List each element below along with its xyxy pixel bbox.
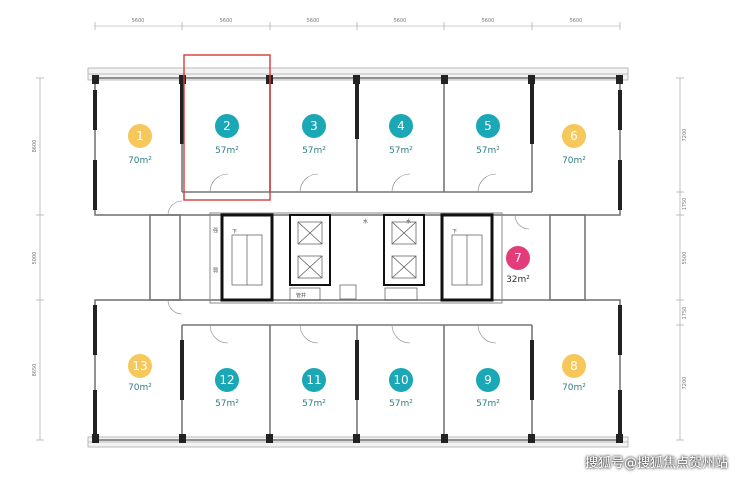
unit-8-number: 8: [570, 359, 578, 373]
dimension-labels-top: 5600 5600 5600 5600 5600 5600: [132, 18, 583, 24]
unit-1-area: 70m²: [128, 156, 152, 166]
core-label-water-left: 水: [363, 218, 368, 225]
unit-13-area: 70m²: [128, 383, 152, 393]
unit-4-area: 57m²: [389, 146, 413, 156]
unit-10-area: 57m²: [389, 399, 413, 409]
unit-9: 9 57m²: [476, 368, 500, 409]
dim-top-3: 5600: [307, 18, 320, 24]
unit-labels: 1 70m² 2 57m² 3 57m² 4 57m² 5 57m² 6 70m² 7 32m…: [128, 114, 586, 409]
dimension-labels-left: 8600 5000 8650: [32, 140, 38, 377]
core-label-weak: 弱: [213, 268, 218, 274]
unit-7-area: 32m²: [506, 275, 530, 285]
unit-8: 8 70m²: [562, 354, 586, 393]
dim-top-5: 5600: [482, 18, 495, 24]
unit-6-number: 6: [570, 129, 578, 143]
dim-left-3: 8650: [32, 364, 38, 377]
stairwell-left: [220, 213, 274, 302]
dim-right-5: 7200: [682, 377, 688, 390]
unit-5: 5 57m²: [476, 114, 500, 156]
core-label-shaft: 管井: [296, 292, 306, 299]
core-label-down-right: 下: [452, 229, 457, 235]
unit-3-number: 3: [310, 119, 318, 133]
unit-2: 2 57m²: [215, 114, 239, 156]
unit-1: 1 70m²: [128, 124, 152, 166]
dim-right-1: 7200: [682, 129, 688, 142]
unit-10-number: 10: [393, 373, 408, 387]
unit-8-area: 70m²: [562, 383, 586, 393]
highlight-unit-2: [183, 54, 271, 201]
unit-3: 3 57m²: [302, 114, 326, 156]
unit-4-number: 4: [397, 119, 405, 133]
columns: [92, 75, 623, 443]
dimension-lines: [36, 22, 684, 441]
core-label-strong: 强: [213, 228, 218, 234]
unit-11-area: 57m²: [302, 399, 326, 409]
dim-right-3: 5500: [682, 252, 688, 265]
unit-4: 4 57m²: [389, 114, 413, 156]
unit-12: 12 57m²: [215, 368, 239, 409]
dim-left-2: 5000: [32, 252, 38, 265]
unit-7: 7 32m²: [506, 246, 530, 285]
dim-left-1: 8600: [32, 140, 38, 153]
unit-9-number: 9: [484, 373, 492, 387]
unit-2-number: 2: [223, 119, 231, 133]
dimension-labels-right: 7200 1750 5500 1750 7200: [682, 129, 688, 390]
unit-7-number: 7: [514, 251, 522, 265]
elevator-shaft-right: [383, 214, 425, 286]
core-label-down-left: 下: [232, 229, 237, 235]
dim-top-4: 5600: [394, 18, 407, 24]
unit-12-number: 12: [219, 373, 234, 387]
unit-3-area: 57m²: [302, 146, 326, 156]
unit-9-area: 57m²: [476, 399, 500, 409]
unit-5-number: 5: [484, 119, 492, 133]
elevator-shaft-left: [289, 214, 331, 286]
dim-top-1: 5600: [132, 18, 145, 24]
stairwell-right: [440, 213, 494, 302]
dim-right-2: 1750: [682, 198, 688, 211]
dim-top-6: 5600: [570, 18, 583, 24]
unit-1-number: 1: [136, 129, 144, 143]
core-label-water-right: 水: [406, 218, 411, 225]
unit-11: 11 57m²: [302, 368, 326, 409]
dim-top-2: 5600: [220, 18, 233, 24]
unit-12-area: 57m²: [215, 399, 239, 409]
unit-11-number: 11: [306, 373, 321, 387]
core: 水 水 强 弱 管井 下 下: [209, 212, 503, 304]
unit-6: 6 70m²: [562, 124, 586, 166]
watermark: 搜狐号@搜狐焦点贺州站: [584, 456, 728, 471]
doors: [167, 173, 530, 344]
unit-13: 13 70m²: [128, 354, 152, 393]
unit-5-area: 57m²: [476, 146, 500, 156]
unit-2-area: 57m²: [215, 146, 239, 156]
unit-10: 10 57m²: [389, 368, 413, 409]
unit-6-area: 70m²: [562, 156, 586, 166]
dim-right-4: 1750: [682, 307, 688, 320]
unit-13-number: 13: [132, 359, 147, 373]
